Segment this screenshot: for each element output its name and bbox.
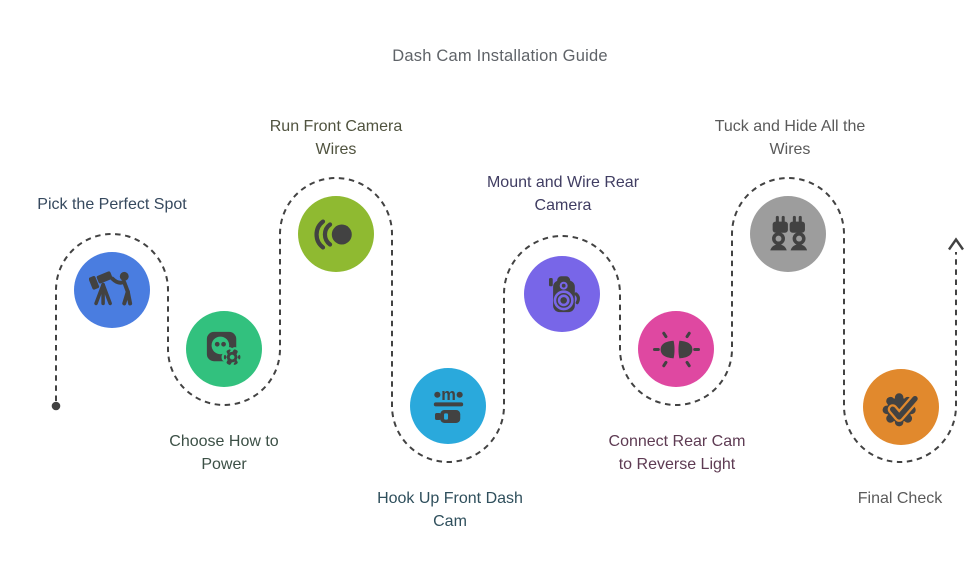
path-end-arrow-icon: [948, 237, 964, 251]
step-6-circle: [638, 311, 714, 387]
timeline-dashed-line: [55, 177, 957, 463]
reverse-lights-icon: [652, 331, 700, 367]
step-7-circle: [750, 196, 826, 272]
page-title: Dash Cam Installation Guide: [392, 47, 608, 65]
step-6-label: Connect Rear Cam to Reverse Light: [608, 433, 746, 473]
badge-check-icon: [882, 392, 920, 426]
voltage-meter-icon: m: [433, 386, 463, 423]
step-3-circle: [298, 196, 374, 272]
rear-camera-icon: [548, 275, 580, 312]
step-5-label: Mount and Wire Rear Camera: [486, 174, 640, 214]
svg-text:m: m: [441, 386, 456, 404]
step-8-label: Final Check: [857, 490, 943, 507]
step-5-circle: [524, 256, 600, 332]
step-2-label: Choose How to Power: [169, 433, 279, 473]
step-7-label: Tuck and Hide All the Wires: [714, 118, 866, 158]
signal-waves-icon: [314, 218, 352, 250]
wire-plugs-icon: [769, 215, 807, 250]
step-8-circle: [863, 369, 939, 445]
step-4-circle: m: [410, 368, 486, 444]
path-start-dot: [51, 401, 61, 411]
surveyor-telescope-icon: [88, 270, 132, 305]
step-1-circle: [74, 252, 150, 328]
step-3-label: Run Front Camera Wires: [269, 118, 403, 158]
power-socket-gear-icon: [206, 331, 243, 367]
step-2-circle: [186, 311, 262, 387]
step-4-label: Hook Up Front Dash Cam: [377, 490, 523, 530]
step-1-label: Pick the Perfect Spot: [37, 196, 187, 213]
